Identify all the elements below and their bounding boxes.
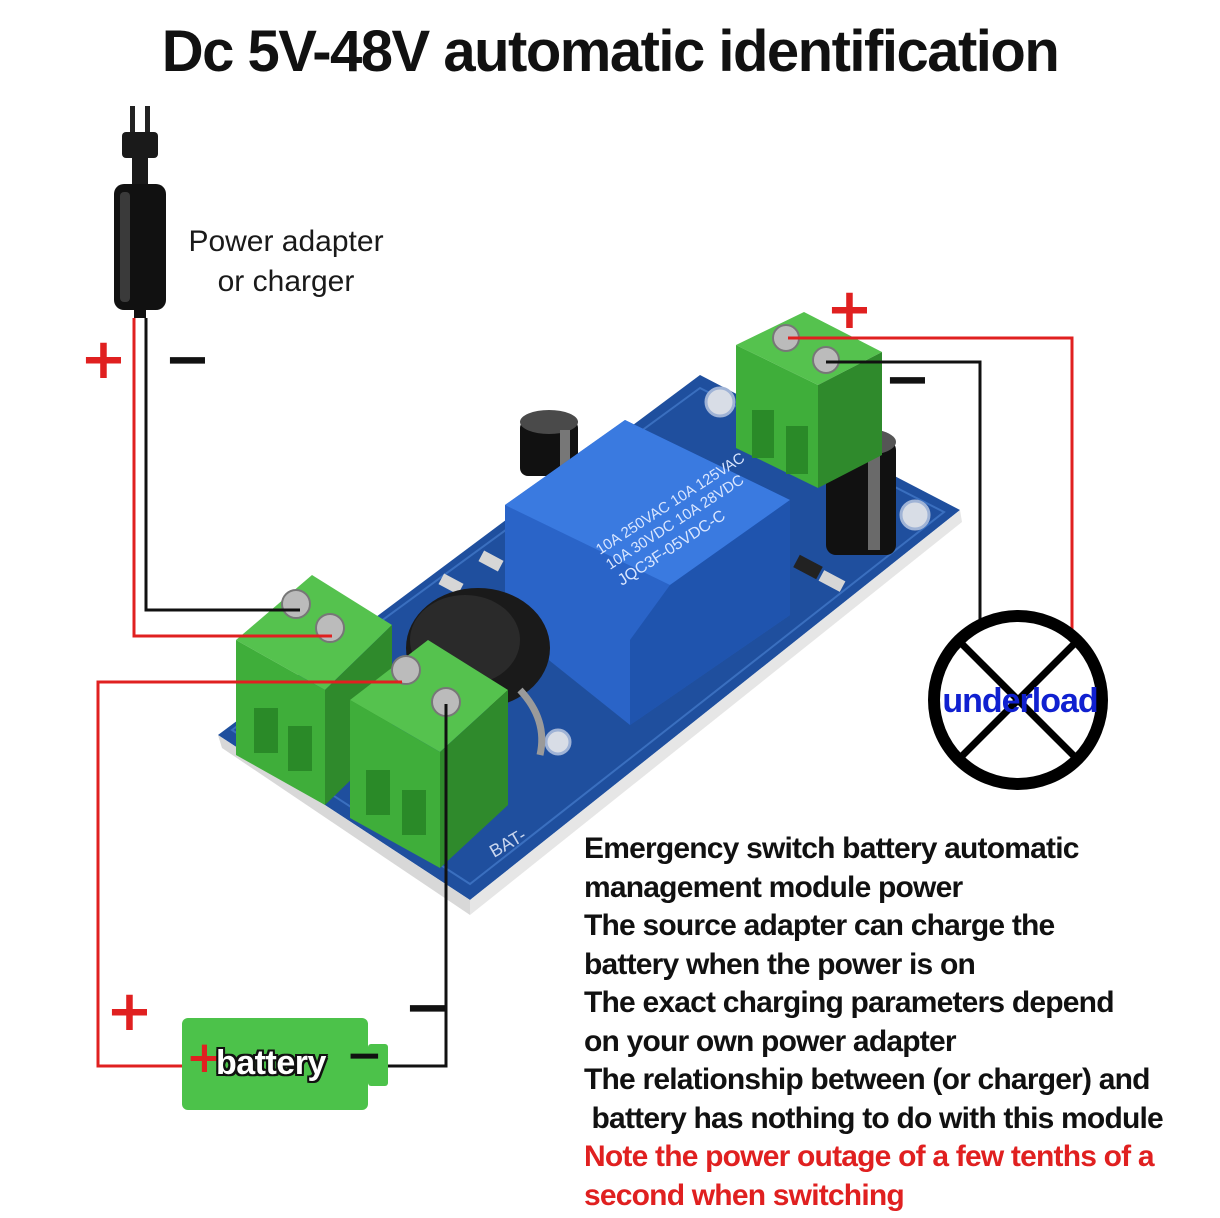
description-line-4: battery when the power is on	[584, 947, 976, 981]
note-line-1: Note the power outage of a few tenths of…	[584, 1140, 1155, 1173]
adapter-label-line-1: Power adapter	[188, 225, 384, 258]
description-line-6: on your own power adapter	[584, 1024, 957, 1058]
description-line-2: management module power	[584, 870, 963, 904]
adapter-label: Power adapter or charger	[176, 222, 396, 302]
load-plus-sign: +	[826, 277, 873, 342]
adapter-negative-wire	[144, 318, 300, 612]
page-title: Dc 5V-48V automatic identification	[161, 19, 1060, 84]
note-line-2: second when switching	[584, 1178, 905, 1212]
load-positive-wire	[788, 336, 1074, 632]
wires	[96, 318, 1074, 1068]
load-label: underload	[942, 682, 1098, 720]
description-line-7: The relationship between (or charger) an…	[584, 1063, 1150, 1096]
terminal-block-output	[736, 312, 882, 488]
power-adapter-icon	[114, 106, 166, 318]
adapter-minus-sign: −	[164, 327, 211, 392]
description-line-3: The source adapter can charge the	[584, 909, 1055, 942]
battery-icon	[182, 1018, 388, 1110]
description-line-5: The exact charging parameters depend	[584, 986, 1115, 1019]
terminal-block-battery	[350, 640, 508, 868]
battery-minus-sign: −	[404, 975, 451, 1040]
adapter-label-line-2: or charger	[217, 265, 355, 298]
description-line-1: Emergency switch battery automatic	[584, 832, 1079, 865]
adapter-positive-wire	[132, 318, 332, 638]
battery-terminal-plus: +	[186, 1032, 223, 1083]
battery-plus-sign: +	[106, 979, 153, 1044]
description-line-8: battery has nothing to do with this modu…	[584, 1101, 1164, 1135]
battery-terminal-minus: −	[346, 1030, 383, 1081]
capacitor-small	[520, 410, 578, 476]
relay-component: 10A 250VAC 10A 125VAC 10A 30VDC 10A 28VD…	[505, 420, 790, 725]
description-text: Emergency switch battery automatic manag…	[584, 830, 1204, 1215]
battery-negative-wire	[386, 704, 448, 1068]
battery-positive-wire	[96, 680, 402, 1068]
load-minus-sign: −	[884, 347, 931, 412]
battery-label: battery	[216, 1044, 326, 1082]
load-lamp-icon	[928, 610, 1108, 790]
adapter-plus-sign: +	[80, 327, 127, 392]
load-negative-wire	[826, 360, 982, 622]
